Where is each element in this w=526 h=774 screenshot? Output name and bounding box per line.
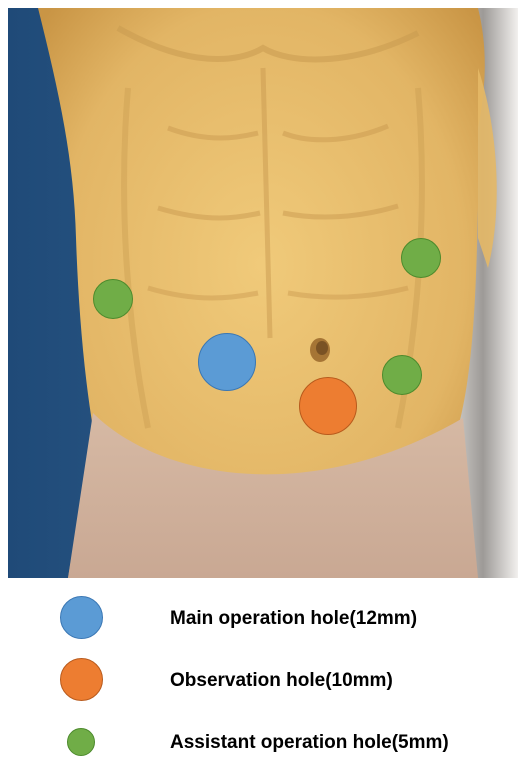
legend-item-main: Main operation hole(12mm) — [0, 590, 526, 650]
legend-label-main: Main operation hole(12mm) — [170, 608, 417, 630]
assistant-operation-hole-marker-lower-right — [382, 355, 422, 395]
torso-drawing — [8, 8, 518, 578]
main-operation-hole-marker — [198, 333, 256, 391]
legend-item-observation: Observation hole(10mm) — [0, 654, 526, 714]
assistant-operation-hole-marker-left — [93, 279, 133, 319]
legend-label-observation: Observation hole(10mm) — [170, 670, 393, 692]
assistant-operation-hole-marker-upper-right — [401, 238, 441, 278]
assistant-hole-legend-dot — [67, 728, 95, 756]
observation-hole-legend-dot — [60, 658, 103, 701]
abdomen-illustration — [8, 8, 518, 578]
main-hole-legend-dot — [60, 596, 103, 639]
observation-hole-marker — [299, 377, 357, 435]
legend-label-assistant: Assistant operation hole(5mm) — [170, 732, 449, 754]
legend-item-assistant: Assistant operation hole(5mm) — [0, 714, 526, 774]
